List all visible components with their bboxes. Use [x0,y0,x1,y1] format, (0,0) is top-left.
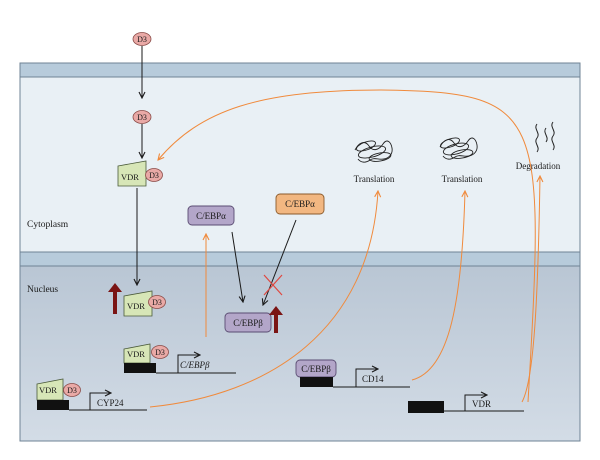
vdr-gene: VDR [408,395,524,413]
svg-text:C/EBPβ: C/EBPβ [301,364,331,374]
cytoplasm-region [19,76,581,253]
svg-text:D3: D3 [152,298,162,307]
vdr-d3-on-cebpb-promoter: VDR D3 [123,343,169,373]
cebpb-gene: C/EBPβ [156,355,236,374]
vdr-to-degradation-arrow [521,176,540,403]
svg-text:D3: D3 [137,113,147,122]
svg-text:C/EBPα: C/EBPα [196,211,226,221]
vdr-d3-on-cyp24-promoter: VDR D3 [36,378,81,410]
up-arrow-cebpb [269,306,283,333]
ribosome-icon-2 [439,137,478,160]
svg-text:CYP24: CYP24 [97,398,124,408]
feedback-to-vdr-arrow [158,89,536,403]
svg-text:C/EBPβ: C/EBPβ [233,318,263,328]
cebpa-to-cebpb-arrow [231,231,243,302]
svg-text:D3: D3 [149,171,159,180]
cebp-alpha-orange: C/EBPα [275,193,325,215]
svg-text:VDR: VDR [127,349,145,359]
nucleus-label: Nucleus [27,285,58,295]
svg-text:D3: D3 [137,35,147,44]
inhibition-cross [263,274,283,296]
svg-text:VDR: VDR [121,172,139,182]
cebp-alpha-purple: C/EBPα [187,205,235,226]
svg-text:VDR: VDR [472,399,491,409]
translation-label-2: Translation [442,174,483,184]
ribosome-icon-1 [354,140,393,163]
translation-label-1: Translation [354,174,395,184]
svg-text:D3: D3 [155,348,165,357]
cebpb-on-cd14-promoter: C/EBPβ [295,359,337,387]
cebp-beta-nuclear: C/EBPβ [224,312,272,333]
svg-text:VDR: VDR [127,301,145,311]
cytoplasm-label: Cytoplasm [27,220,69,230]
up-arrow-vdr [108,283,122,314]
svg-text:C/EBPβ: C/EBPβ [180,360,210,370]
degradation-label: Degradation [516,161,561,171]
d3-extracellular: D3 [132,32,152,46]
vdr-d3-complex-cytoplasm: VDR D3 [117,160,163,187]
degradation-squiggle-icon [535,121,555,153]
svg-text:CD14: CD14 [362,374,384,384]
svg-text:C/EBPα: C/EBPα [285,199,315,209]
svg-text:VDR: VDR [39,385,57,395]
cell-membrane [19,62,581,78]
cd14-to-translation-arrow [411,191,465,381]
cyp24-to-translation-arrow [149,191,378,408]
cyp24-gene: CYP24 [69,393,147,411]
svg-text:D3: D3 [67,386,77,395]
nuclear-envelope [19,251,581,267]
d3-cytoplasmic: D3 [132,110,152,124]
cd14-gene: CD14 [333,369,410,388]
vdr-d3-complex-nucleus: VDR D3 [123,290,166,317]
nucleus-region [19,265,581,442]
